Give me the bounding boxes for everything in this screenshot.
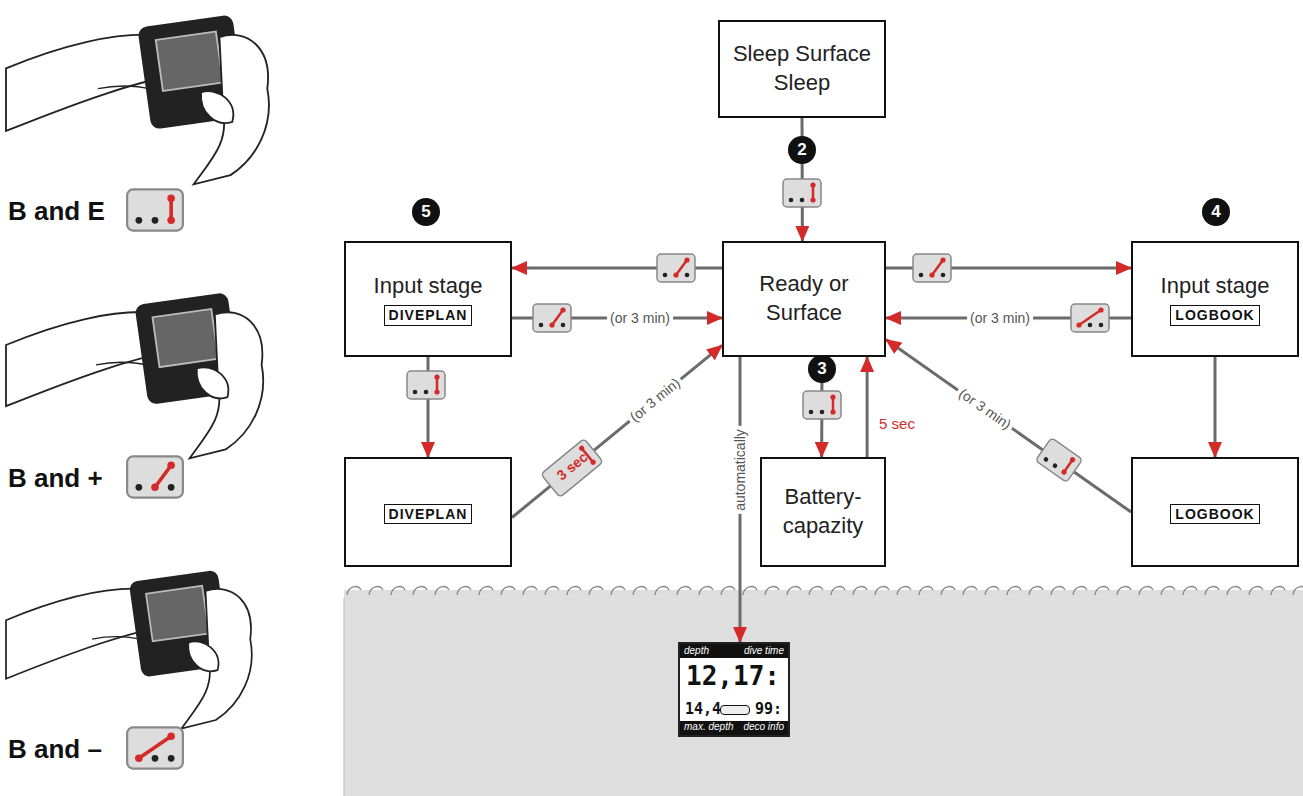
connector bbox=[1214, 357, 1217, 457]
water bbox=[344, 582, 1303, 796]
box-label: Input stage bbox=[374, 272, 483, 301]
drawing-rect bbox=[541, 439, 603, 498]
button-icon bbox=[913, 254, 951, 282]
mode-tag: DIVEPLAN bbox=[384, 504, 473, 525]
state-box: Ready or Surface bbox=[722, 241, 886, 357]
hands-b-plus bbox=[6, 292, 263, 458]
hand-illustration bbox=[6, 14, 269, 728]
connector bbox=[886, 340, 1131, 512]
lcd-text: 14,4 bbox=[685, 700, 721, 718]
lcd-text: depth bbox=[684, 645, 709, 657]
button-icon bbox=[533, 304, 571, 332]
edge-label: (or 3 min) bbox=[607, 310, 673, 327]
mode-tag: LOGBOOK bbox=[1170, 305, 1259, 326]
hands-b-minus bbox=[6, 570, 252, 729]
edge-label: (or 3 min) bbox=[624, 373, 686, 428]
timer-label: 3 sec bbox=[553, 449, 590, 484]
edge-label: (or 3 min) bbox=[953, 383, 1017, 434]
state-box: Input stageDIVEPLAN bbox=[344, 241, 512, 357]
box-label: Input stage bbox=[1161, 272, 1270, 301]
button-icon-3sec bbox=[541, 439, 603, 498]
lcd-indicator bbox=[720, 705, 750, 715]
state-box: Sleep Surface Sleep bbox=[718, 20, 886, 118]
mode-tag: LOGBOOK bbox=[1170, 504, 1259, 525]
edge-label: automatically bbox=[732, 426, 749, 514]
edge-label: 5 sec bbox=[876, 415, 918, 433]
box-label: Ready or Surface bbox=[732, 270, 876, 327]
state-box: LOGBOOK bbox=[1131, 457, 1299, 567]
button-icon bbox=[783, 179, 821, 207]
button-icon bbox=[127, 727, 183, 768]
button-icon bbox=[127, 456, 183, 497]
water-body bbox=[344, 590, 1303, 796]
water-waves bbox=[344, 582, 1303, 598]
water-edge bbox=[344, 598, 345, 796]
button-icon bbox=[1035, 438, 1082, 483]
button-icon bbox=[407, 371, 445, 399]
button-icon bbox=[803, 391, 841, 419]
callout-number: 4 bbox=[1202, 198, 1230, 226]
button-icon bbox=[127, 189, 183, 230]
hands-b-e bbox=[6, 14, 269, 184]
button-combo-label: B and + bbox=[8, 463, 103, 494]
button-combo-label: B and E bbox=[8, 196, 105, 227]
mode-tag: DIVEPLAN bbox=[384, 305, 473, 326]
lcd-text: deco info bbox=[743, 721, 784, 733]
lcd-text: dive time bbox=[744, 645, 784, 657]
lcd-text: 7: bbox=[749, 661, 780, 692]
button-icon bbox=[657, 254, 695, 282]
button-combo-label: B and – bbox=[8, 734, 102, 765]
box-label: Battery-capazity bbox=[770, 483, 876, 540]
edge-label: (or 3 min) bbox=[967, 310, 1033, 327]
button-icon bbox=[1071, 304, 1109, 332]
state-box: Input stageLOGBOOK bbox=[1131, 241, 1299, 357]
callout-number: 5 bbox=[412, 198, 440, 226]
drawing-circle bbox=[589, 459, 596, 466]
state-box: DIVEPLAN bbox=[344, 457, 512, 567]
lcd-text: max. depth bbox=[684, 721, 733, 733]
lcd-text: 99: bbox=[755, 700, 782, 718]
lcd-text: 12,1 bbox=[686, 661, 749, 692]
connector bbox=[866, 357, 869, 457]
state-box: Battery-capazity bbox=[760, 457, 886, 567]
callout-number: 2 bbox=[788, 136, 816, 164]
box-label: Sleep Surface Sleep bbox=[728, 40, 876, 97]
dive-display: depth dive time 12,17: 14,4 99: max. depth dec… bbox=[678, 642, 790, 737]
callout-number: 3 bbox=[808, 355, 836, 383]
connector bbox=[512, 345, 722, 517]
